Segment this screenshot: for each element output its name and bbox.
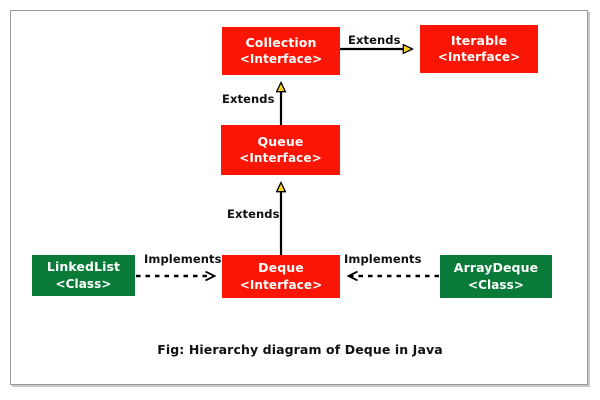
node-stereotype: <Class> xyxy=(55,276,112,291)
node-title: Deque xyxy=(258,260,304,276)
edge-label-queue-extends-collection: Extends xyxy=(222,92,275,106)
node-deque[interactable]: Deque <Interface> xyxy=(222,255,340,298)
frame-shadow xyxy=(12,12,590,387)
diagram-frame-border xyxy=(10,10,588,385)
node-linkedlist[interactable]: LinkedList <Class> xyxy=(32,255,135,296)
node-collection[interactable]: Collection <Interface> xyxy=(222,27,340,75)
edge-label-collection-extends-iterable: Extends xyxy=(348,33,401,47)
node-title: Iterable xyxy=(450,32,508,48)
edge-label-deque-extends-queue: Extends xyxy=(227,207,280,221)
edge-label-arraydeque-implements-deque: Implements xyxy=(344,252,422,266)
node-arraydeque[interactable]: ArrayDeque <Class> xyxy=(440,255,552,298)
node-stereotype: <Class> xyxy=(467,277,525,292)
node-stereotype: <Interface> xyxy=(239,277,323,292)
figure-caption: Fig: Hierarchy diagram of Deque in Java xyxy=(157,342,443,357)
node-iterable[interactable]: Iterable <Interface> xyxy=(420,25,538,73)
edge-label-linkedlist-implements-deque: Implements xyxy=(144,252,222,266)
node-title: LinkedList xyxy=(46,259,121,275)
node-title: ArrayDeque xyxy=(453,260,539,276)
node-title: Collection xyxy=(245,34,317,50)
node-stereotype: <Interface> xyxy=(437,50,521,65)
node-stereotype: <Interface> xyxy=(239,151,322,166)
node-title: Queue xyxy=(257,133,304,149)
node-queue[interactable]: Queue <Interface> xyxy=(221,125,340,175)
node-stereotype: <Interface> xyxy=(239,52,323,67)
